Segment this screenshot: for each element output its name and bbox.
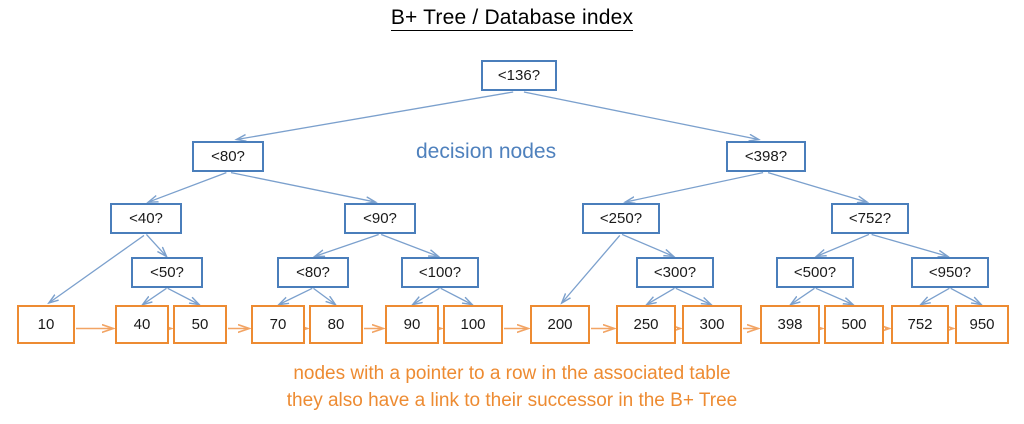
leaf-node-40-label: 40 xyxy=(133,316,151,333)
decision-nodes-label: decision nodes xyxy=(416,140,557,163)
leaf-node-500[interactable]: 500 xyxy=(824,305,884,344)
leaf-node-950[interactable]: 950 xyxy=(955,305,1009,344)
page-title-text: B+ Tree / Database index xyxy=(390,6,634,31)
leaf-node-100[interactable]: 100 xyxy=(443,305,503,344)
decision-node-80-label: <80? xyxy=(211,148,245,165)
decision-node-136-label: <136? xyxy=(497,67,541,84)
leaf-node-250[interactable]: 250 xyxy=(616,305,676,344)
decision-node-40-label: <40? xyxy=(129,210,163,227)
decision-node-250-label: <250? xyxy=(599,210,643,227)
decision-node-752-label: <752? xyxy=(848,210,892,227)
leaf-node-250-label: 250 xyxy=(633,316,659,333)
leaf-node-752-label: 752 xyxy=(907,316,933,333)
decision-node-300-label: <300? xyxy=(653,264,697,281)
decision-node-100[interactable]: <100? xyxy=(401,257,479,288)
leaf-node-70-label: 70 xyxy=(269,316,287,333)
leaf-node-10-label: 10 xyxy=(37,316,55,333)
leaf-node-70[interactable]: 70 xyxy=(251,305,305,344)
leaf-node-300-label: 300 xyxy=(699,316,725,333)
leaf-node-200[interactable]: 200 xyxy=(530,305,590,344)
leaf-node-40[interactable]: 40 xyxy=(115,305,169,344)
decision-node-398-label: <398? xyxy=(744,148,788,165)
decision-node-80[interactable]: <80? xyxy=(192,141,264,172)
leaf-caption-line-1: nodes with a pointer to a row in the ass… xyxy=(293,363,731,384)
leaf-node-80-label: 80 xyxy=(327,316,345,333)
page-title: B+ Tree / Database index xyxy=(0,6,1024,31)
decision-node-80-label: <80? xyxy=(296,264,330,281)
leaf-node-300[interactable]: 300 xyxy=(682,305,742,344)
leaf-node-10[interactable]: 10 xyxy=(17,305,75,344)
leaf-node-90-label: 90 xyxy=(403,316,421,333)
decision-node-500[interactable]: <500? xyxy=(776,257,854,288)
decision-node-90-label: <90? xyxy=(363,210,397,227)
decision-node-40[interactable]: <40? xyxy=(110,203,182,234)
decision-node-50-label: <50? xyxy=(150,264,184,281)
leaf-node-80[interactable]: 80 xyxy=(309,305,363,344)
leaf-node-398-label: 398 xyxy=(777,316,803,333)
leaf-node-100-label: 100 xyxy=(460,316,486,333)
leaf-node-398[interactable]: 398 xyxy=(760,305,820,344)
leaf-node-50[interactable]: 50 xyxy=(173,305,227,344)
leaf-node-200-label: 200 xyxy=(547,316,573,333)
leaf-node-950-label: 950 xyxy=(969,316,995,333)
decision-node-100-label: <100? xyxy=(418,264,462,281)
decision-node-950-label: <950? xyxy=(928,264,972,281)
decision-node-90[interactable]: <90? xyxy=(344,203,416,234)
decision-node-398[interactable]: <398? xyxy=(726,141,806,172)
leaf-node-752[interactable]: 752 xyxy=(891,305,949,344)
leaf-node-500-label: 500 xyxy=(841,316,867,333)
decision-node-300[interactable]: <300? xyxy=(636,257,714,288)
decision-node-950[interactable]: <950? xyxy=(911,257,989,288)
decision-node-50[interactable]: <50? xyxy=(131,257,203,288)
decision-node-80[interactable]: <80? xyxy=(277,257,349,288)
decision-node-250[interactable]: <250? xyxy=(582,203,660,234)
decision-node-500-label: <500? xyxy=(793,264,837,281)
leaf-caption-line-2: they also have a link to their successor… xyxy=(286,390,738,411)
decision-node-752[interactable]: <752? xyxy=(831,203,909,234)
leaf-node-90[interactable]: 90 xyxy=(385,305,439,344)
leaf-node-50-label: 50 xyxy=(191,316,209,333)
decision-node-136[interactable]: <136? xyxy=(481,60,557,91)
